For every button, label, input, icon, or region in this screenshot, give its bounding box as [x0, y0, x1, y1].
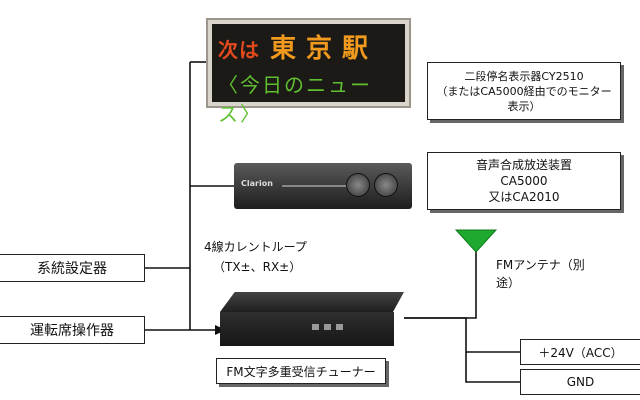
led-desc-line-1: 二段停名表示器CY2510 [464, 69, 584, 83]
power-label: ＋24V（ACC） [538, 345, 623, 360]
system-setter-label: 系統設定器 [37, 261, 107, 277]
led-sign-label-box: 二段停名表示器CY2510 （またはCA5000経由でのモニター 表示） [427, 62, 621, 120]
led-news-line: 〈今日のニュース〉 [218, 73, 372, 126]
fm-tuner-device [220, 292, 404, 348]
speech-desc-line-3: 又はCA2010 [488, 190, 560, 204]
antenna-icon [454, 229, 498, 253]
speech-knob-right [374, 173, 398, 197]
led-station-name: 東京駅 [270, 34, 379, 64]
tuner-label: FM文字多重受信チューナー [226, 364, 376, 379]
ground-box: GND [520, 369, 640, 395]
link-power [404, 317, 520, 353]
tuner-button-3 [336, 324, 343, 330]
tuner-label-box: FM文字多重受信チューナー [216, 358, 386, 384]
tuner-top-panel [220, 292, 404, 312]
led-desc-line-3: 表示） [507, 99, 541, 113]
ground-label: GND [566, 375, 595, 389]
led-prefix: 次は [218, 38, 260, 62]
speech-synth-device: Clarion [234, 163, 412, 209]
power-box: ＋24V（ACC） [520, 339, 640, 365]
tuner-button-1 [312, 324, 319, 330]
link-ground [465, 352, 520, 383]
speech-device-stripe [282, 185, 352, 187]
tuner-button-2 [324, 324, 331, 330]
led-panel: 次は 東京駅 〈今日のニュース〉 [212, 24, 405, 126]
speech-knob-left [346, 173, 370, 197]
led-row-1: 次は 東京駅 [218, 28, 399, 65]
speech-device-brand: Clarion [241, 179, 273, 188]
driver-console-label: 運転席操作器 [30, 323, 114, 339]
speech-desc-line-2: CA5000 [500, 174, 548, 188]
system-setter-box: 系統設定器 [0, 254, 145, 282]
driver-console-box: 運転席操作器 [0, 316, 145, 344]
tuner-front-panel [220, 312, 394, 346]
link-antenna [404, 240, 477, 319]
antenna-label-line-1: FMアンテナ（別 [496, 258, 585, 272]
led-desc-line-2: （またはCA5000経由でのモニター [436, 84, 612, 98]
speech-label-box: 音声合成放送装置 CA5000 又はCA2010 [427, 152, 621, 210]
current-loop-signals: （TX±、RX±） [213, 260, 302, 274]
led-sign-display: 次は 東京駅 〈今日のニュース〉 [206, 18, 411, 126]
current-loop-label: 4線カレントループ [204, 240, 307, 254]
speech-desc-line-1: 音声合成放送装置 [475, 158, 572, 172]
antenna-label-line-2: 途） [496, 276, 521, 290]
